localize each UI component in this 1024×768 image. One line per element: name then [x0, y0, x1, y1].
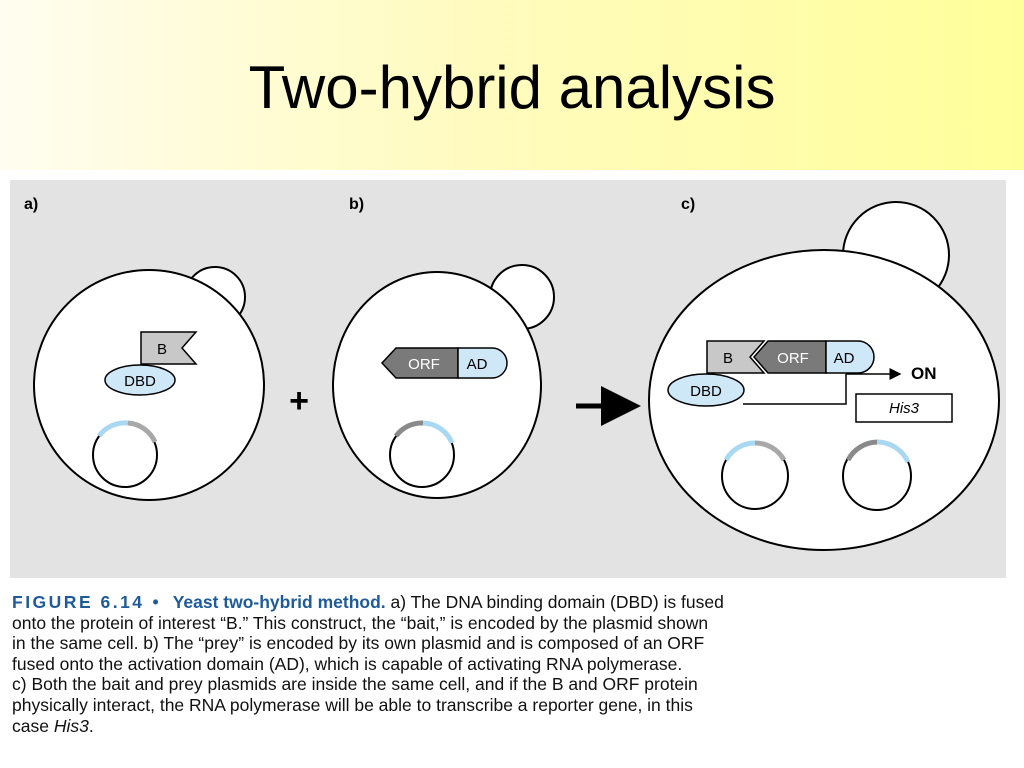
figure-title: Yeast two-hybrid method. — [172, 592, 386, 612]
combined-b-label: B — [723, 350, 733, 367]
on-label: ON — [911, 364, 937, 383]
combined-ad-label: AD — [834, 350, 855, 367]
bait-b-label: B — [157, 341, 167, 358]
combined-bait-plasmid — [721, 440, 789, 510]
bait-dbd-label: DBD — [124, 373, 156, 390]
panel-label-a: a) — [24, 196, 38, 213]
combined-b-protein: B — [706, 340, 766, 374]
caption-line-2: onto the protein of interest “B.” This c… — [12, 612, 709, 633]
title-banner: Two-hybrid analysis — [0, 0, 1024, 170]
slide-title: Two-hybrid analysis — [248, 54, 776, 121]
combined-orf-label: ORF — [777, 350, 809, 367]
caption-line-6: physically interact, the RNA polymerase … — [12, 694, 693, 715]
combined-dbd-domain: DBD — [667, 373, 745, 407]
prey-ad-label: AD — [467, 356, 488, 373]
caption-line-3: in the same cell. b) The “prey” is encod… — [12, 633, 705, 654]
bait-plasmid — [92, 420, 158, 488]
prey-yeast-cell — [332, 264, 555, 499]
bait-b-protein: B — [140, 331, 198, 365]
combined-prey-plasmid — [842, 439, 912, 511]
dna-strand — [743, 374, 847, 405]
panel-label-c: c) — [681, 196, 695, 213]
caption-bullet: • — [152, 592, 159, 612]
caption-line-1: FIGURE 6.14 • Yeast two-hybrid method. a) … — [12, 592, 1002, 613]
prey-orf-protein: ORF — [380, 347, 459, 379]
figure-number: FIGURE 6.14 — [12, 592, 145, 612]
prey-plasmid — [389, 420, 455, 488]
figure-panel: a) b) c) B DBD + — [10, 180, 1006, 578]
his3-reporter-gene: His3 — [855, 393, 953, 423]
figure-caption: FIGURE 6.14 • Yeast two-hybrid method. a) … — [12, 592, 1002, 736]
prey-ad-domain: AD — [457, 347, 508, 379]
two-hybrid-diagram: a) b) c) B DBD + — [24, 196, 1000, 551]
caption-line-4: fused onto the activation domain (AD), w… — [12, 653, 683, 674]
combined-orf-protein: ORF — [753, 340, 827, 374]
plus-sign: + — [289, 382, 309, 420]
caption-line-5: c) Both the bait and prey plasmids are i… — [12, 674, 698, 695]
caption-case-text: case — [12, 715, 49, 736]
combined-ad-domain: AD — [825, 340, 875, 374]
panel-label-b: b) — [349, 196, 364, 213]
combined-dbd-label: DBD — [690, 383, 722, 400]
caption-line-7: case His3. — [12, 716, 1002, 737]
his3-label: His3 — [889, 400, 920, 417]
caption-gene-name: His3 — [53, 715, 89, 736]
caption-text-1: a) The DNA binding domain (DBD) is fused — [390, 592, 724, 612]
caption-end-period: . — [88, 715, 94, 736]
bait-dbd-domain: DBD — [104, 364, 176, 396]
prey-orf-label: ORF — [408, 356, 440, 373]
